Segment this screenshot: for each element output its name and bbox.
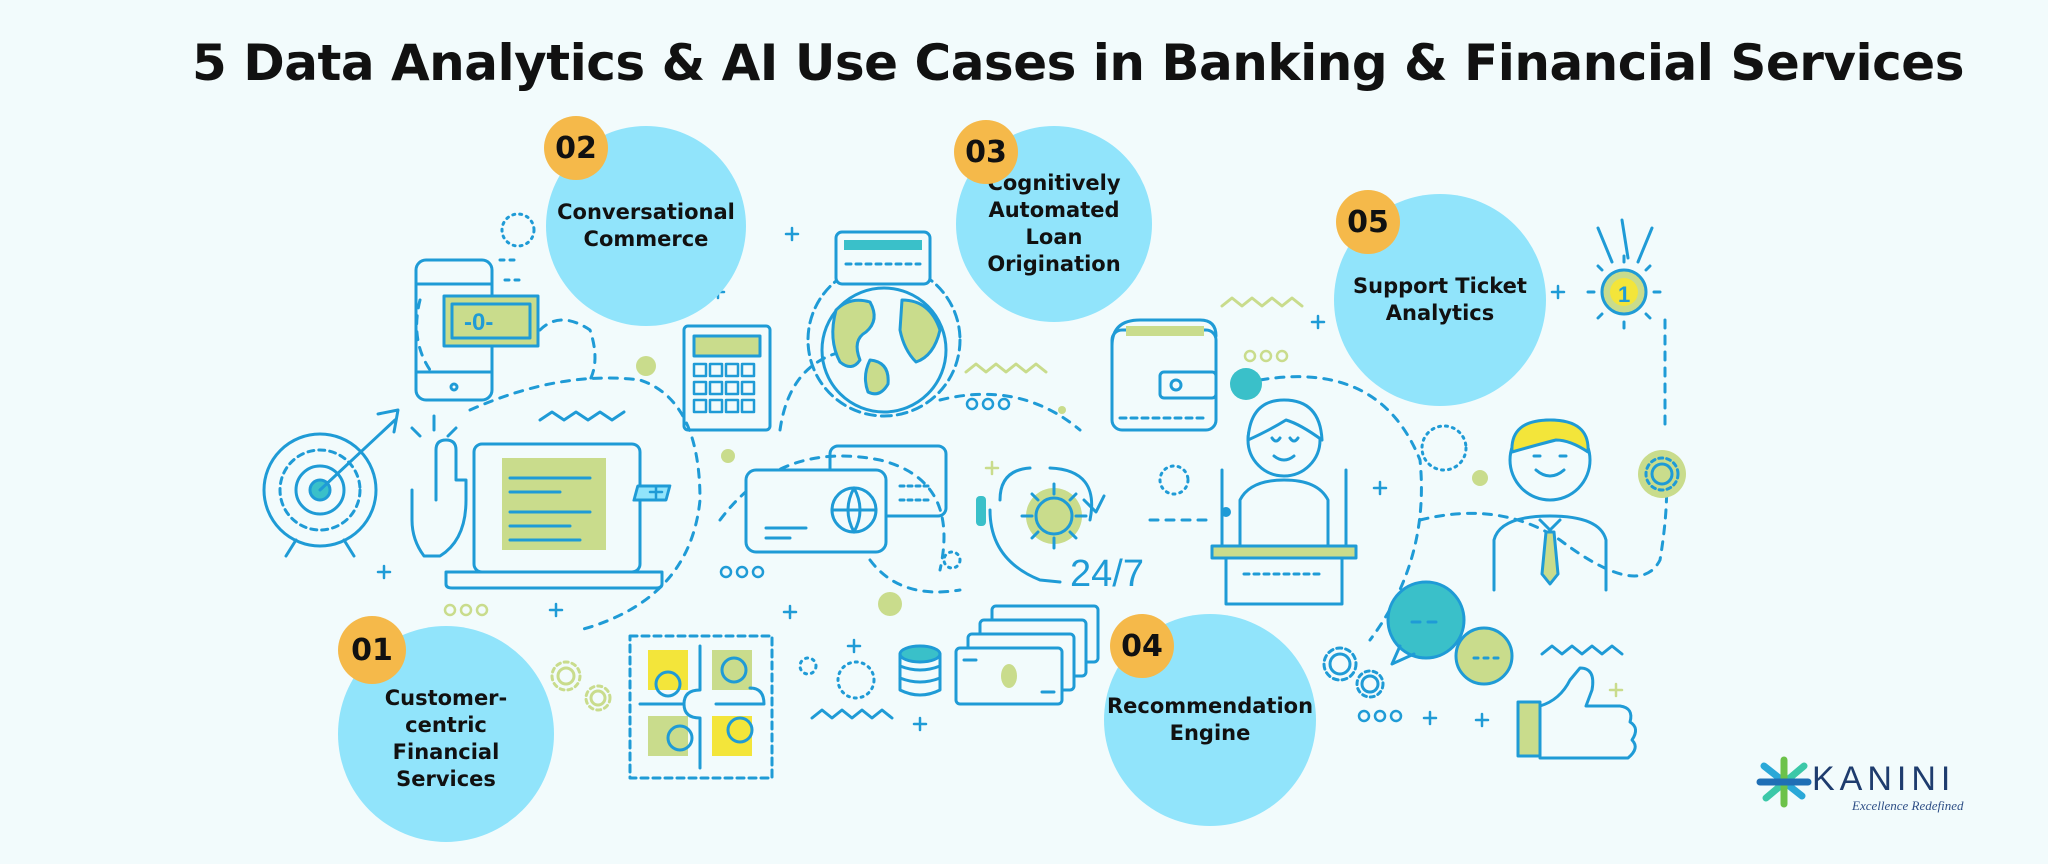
page-title: 5 Data Analytics & AI Use Cases in Banki… — [192, 34, 1964, 92]
medal-label: 1 — [1618, 282, 1630, 307]
coins-icon — [898, 644, 942, 697]
use-case-label: Cognitively Automated Loan Origination — [987, 171, 1121, 276]
banker-icon — [1210, 398, 1358, 606]
support-24-7-icon — [976, 466, 1106, 584]
brand-name: KANINI — [1812, 760, 1956, 798]
cash-stack-icon — [954, 604, 1100, 706]
use-case-badge: 05 — [1336, 190, 1400, 254]
use-case-label: Conversational Commerce — [557, 200, 735, 251]
kanini-logo-icon — [1756, 756, 1812, 808]
use-case-badge: 01 — [338, 616, 406, 684]
puzzle-icon — [628, 634, 774, 780]
globe-icon — [806, 230, 962, 418]
use-case-badge: 04 — [1110, 614, 1174, 678]
calculator-icon — [682, 324, 772, 432]
use-case-label: Customer-centric Financial Services — [384, 686, 508, 791]
businessman-icon — [1492, 418, 1608, 592]
thumbs-up-icon — [1516, 666, 1637, 760]
credit-card-icon — [632, 444, 948, 554]
laptop-hand-icon — [410, 410, 664, 590]
chat-bubbles-icon — [1386, 580, 1514, 686]
use-case-label: Recommendation Engine — [1106, 694, 1314, 745]
gears-icon — [550, 450, 1686, 712]
medal-icon — [1586, 218, 1662, 330]
target-icon — [262, 408, 400, 558]
hours-label: 24/7 — [1070, 553, 1144, 595]
smartphone-money-icon — [414, 258, 540, 402]
use-case-badge: 02 — [544, 116, 608, 180]
use-case-badge: 03 — [954, 120, 1018, 184]
brand-tagline: Excellence Redefined — [1852, 798, 1964, 813]
currency-note-label: -0- — [464, 309, 493, 336]
wallet-icon — [1110, 318, 1218, 432]
use-case-label: Support Ticket Analytics — [1353, 274, 1527, 325]
